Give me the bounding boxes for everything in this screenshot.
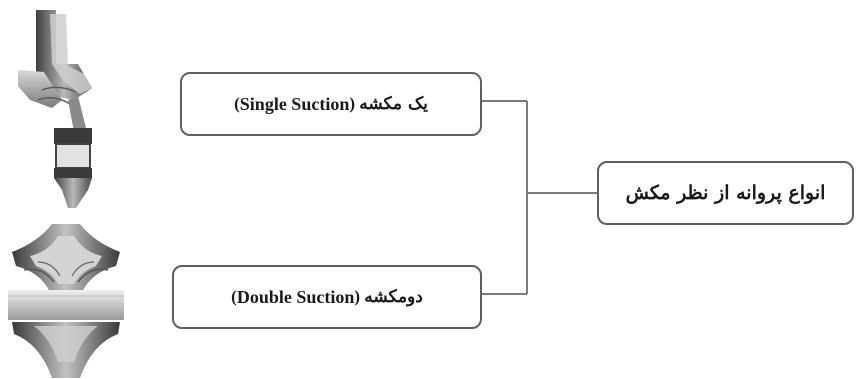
single-suction-label-fa: یک مکشه (359, 94, 428, 114)
single-suction-impeller-figure (18, 10, 92, 208)
single-suction-box: یک مکشه ( Single Suction ) (180, 72, 482, 136)
double-suction-label-en: Double Suction (236, 286, 355, 307)
single-suction-label-en: Single Suction (239, 93, 350, 114)
root-label: انواع پروانه از نظر مکش (625, 182, 826, 204)
double-suction-box: دومکشه ( Double Suction ) (172, 265, 482, 329)
double-suction-impeller-figure (8, 224, 124, 378)
root-box: انواع پروانه از نظر مکش (597, 161, 854, 225)
double-suction-label-fa: دومکشه (364, 287, 423, 307)
